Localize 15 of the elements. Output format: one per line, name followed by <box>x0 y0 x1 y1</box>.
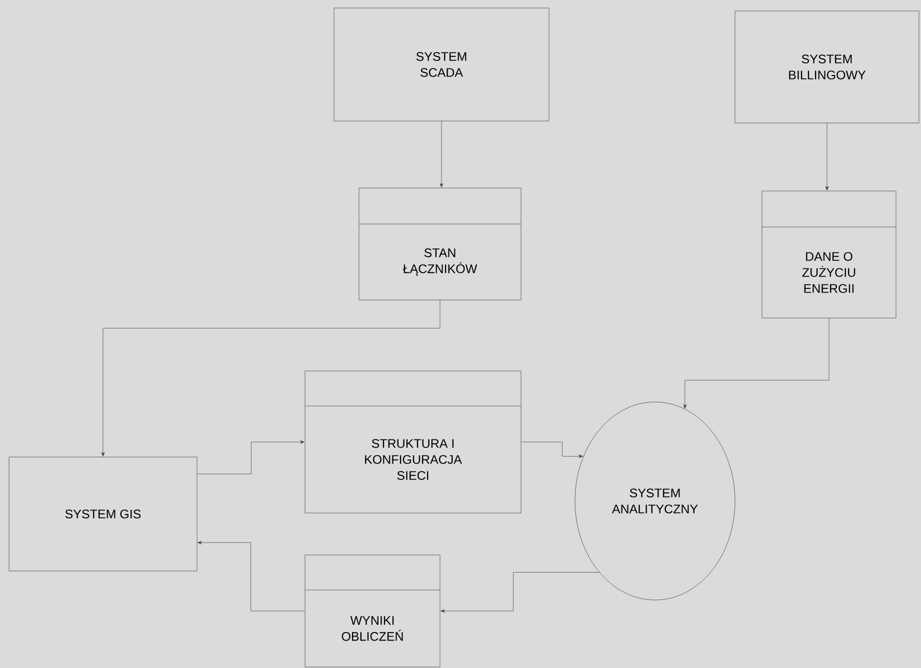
arrow <box>198 540 305 612</box>
arrow <box>440 121 444 188</box>
system-box: SYSTEM SCADA <box>334 8 550 122</box>
arrow <box>101 300 440 456</box>
arrow <box>683 318 830 409</box>
system-box: SYSTEM GIS <box>8 456 198 572</box>
data-store-box: DANE O ZUŻYCIU ENERGII <box>762 190 896 318</box>
arrow <box>197 440 304 474</box>
arrow <box>440 572 600 613</box>
arrow <box>521 442 584 458</box>
data-store-box: WYNIKI OBLICZEŃ <box>304 554 440 668</box>
data-store-box: STAN ŁĄCZNIKÓW <box>358 188 522 300</box>
data-store-box: STRUKTURA I KONFIGURACJA SIECI <box>304 370 522 514</box>
system-box: SYSTEM BILLINGOWY <box>734 10 920 124</box>
arrow <box>825 123 829 190</box>
